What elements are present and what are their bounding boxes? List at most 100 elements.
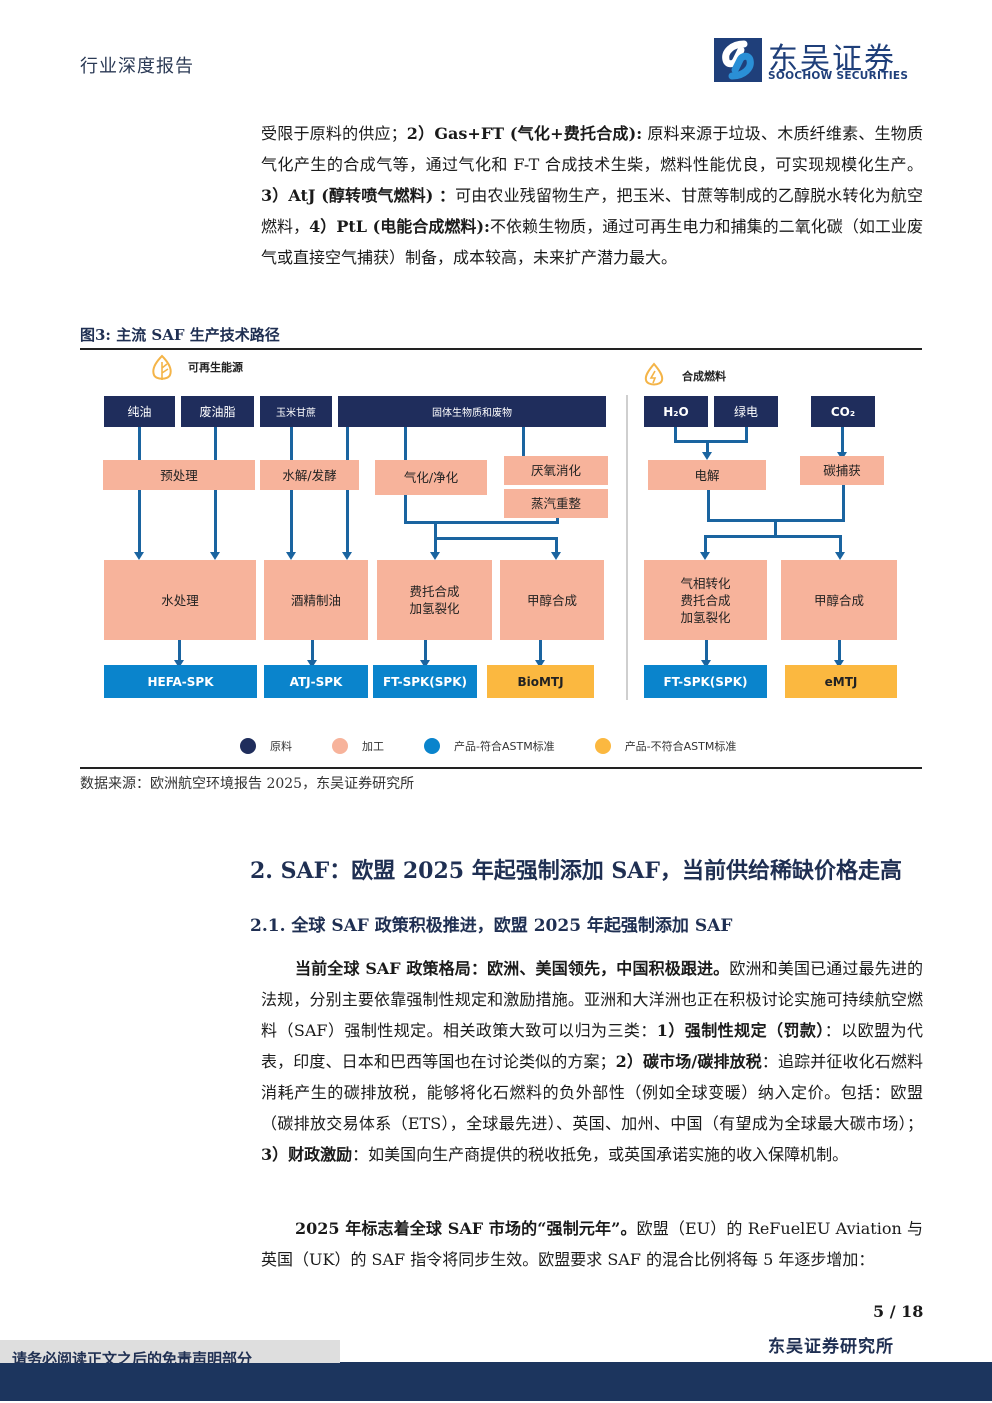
proc-hydrotreating: 水处理 — [104, 560, 256, 640]
arrow-down-icon — [702, 452, 712, 460]
connector — [707, 490, 710, 522]
connector — [706, 440, 709, 454]
raw-pure-oil: 纯油 — [104, 396, 175, 427]
connector — [774, 519, 777, 537]
arrow-down-icon — [342, 552, 352, 560]
raw-waste-oil: 废油脂 — [181, 396, 254, 427]
synthetic-fuel-label: 合成燃料 — [682, 370, 726, 383]
legend-item-astm: 产品-符合ASTM标准 — [424, 738, 555, 754]
arrow-down-icon — [701, 660, 711, 668]
figure-legend: 原料 加工 产品-符合ASTM标准 产品-不符合ASTM标准 — [240, 738, 776, 754]
leaf-icon — [150, 354, 174, 386]
arrow-down-icon — [700, 552, 710, 560]
legend-item-non-astm: 产品-不符合ASTM标准 — [594, 738, 737, 754]
policy-text: ：追踪并征收化石燃料消耗产生的碳排放税，能够将化石燃料的负外部性（例如全球变暖）… — [261, 1052, 923, 1133]
policy-bold-mandate: 1）强制性规定（罚款） — [656, 1021, 825, 1040]
connector — [346, 427, 349, 553]
connector — [841, 427, 844, 454]
intro-bold-ptl: 4）PtL (电能合成燃料): — [309, 217, 490, 236]
connector — [434, 521, 437, 539]
policy-paragraph: 当前全球 SAF 政策格局：欧洲、美国领先，中国积极跟进。欧洲和美国已通过最先进… — [261, 953, 923, 1170]
connector — [404, 495, 407, 523]
raw-co2: CO₂ — [811, 396, 875, 427]
renewable-energy-label: 可再生能源 — [188, 361, 243, 374]
raw-green-power: 绿电 — [714, 396, 778, 427]
intro-bold-gasft: 2）Gas+FT (气化+费托合成): — [406, 124, 643, 143]
intro-text: 不依赖生物质，通过可再生电力和捕集的二氧化碳（如工业废气或直接空气捕获）制备，成… — [261, 217, 923, 267]
soochow-logo: 东吴证券 SOOCHOW SECURITIES — [714, 38, 924, 86]
lightning-drop-icon — [643, 362, 665, 392]
proc-alcohol-to-oil: 酒精制油 — [264, 560, 368, 640]
proc-pretreatment: 预处理 — [103, 460, 255, 490]
connector — [311, 640, 314, 662]
connector — [704, 535, 707, 553]
intro-text: 原料来源于垃圾、木质纤维素、生物质气化产生的合成气等，通过气化和 F-T 合成技… — [261, 124, 923, 174]
arrow-down-icon — [420, 660, 430, 668]
legend-item-processing: 加工 — [332, 738, 384, 754]
proc-ft-hydrocracking: 费托合成 加氢裂化 — [377, 560, 492, 640]
proc-carbon-capture: 碳捕获 — [800, 456, 884, 485]
connector — [705, 640, 708, 662]
proc-electrolysis: 电解 — [648, 460, 766, 490]
soochow-logo-icon — [714, 38, 762, 82]
intro-bold-atj: 3）AtJ (醇转喷气燃料) ： — [261, 186, 456, 205]
page-number: 5 / 18 — [873, 1302, 924, 1321]
legend-dot — [332, 738, 348, 754]
connector — [434, 537, 558, 540]
connector — [704, 535, 842, 538]
raw-corn-sugarcane: 玉米甘蔗 — [260, 396, 332, 427]
policy-bold-fiscal: 3）财政激励 — [261, 1145, 353, 1164]
arrow-down-icon — [307, 660, 317, 668]
arrow-down-icon — [535, 660, 545, 668]
figure-divider — [626, 395, 628, 700]
connector — [555, 537, 558, 553]
arrow-down-icon — [134, 552, 144, 560]
connector — [434, 537, 437, 553]
connector — [842, 485, 845, 522]
legend-dot — [240, 738, 256, 754]
arrow-down-icon — [551, 552, 561, 560]
connector — [838, 640, 841, 662]
product-biomtj: BioMTJ — [487, 665, 594, 698]
policy-text: ：如美国向生产商提供的税收抵免，或英国承诺实施的收入保障机制。 — [352, 1145, 849, 1164]
product-hefa-spk: HEFA-SPK — [104, 665, 257, 698]
connector — [539, 640, 542, 662]
intro-text: 受限于原料的供应； — [261, 124, 407, 143]
footer-org: 东吴证券研究所 — [768, 1337, 894, 1357]
arrow-down-icon — [286, 552, 296, 560]
raw-solid-biomass: 固体生物质和废物 — [338, 396, 606, 427]
connector — [839, 535, 842, 553]
figure-top-rule — [80, 348, 922, 350]
policy-text: ：以欧盟为代表，印度、日本和巴西等国也在讨论类似的方案； — [261, 1021, 923, 1071]
product-ft-spk-ptl: FT-SPK(SPK) — [644, 665, 767, 698]
connector — [522, 427, 525, 460]
proc-gasification: 气化/净化 — [375, 460, 487, 495]
legend-dot — [594, 738, 611, 754]
logo-chinese-text: 东吴证券 — [768, 42, 896, 77]
arrow-down-icon — [210, 552, 220, 560]
intro-text: 可由农业残留物生产，把玉米、甘蔗等制成的乙醇脱水转化为航空燃料， — [261, 186, 923, 236]
proc-methanol-synthesis: 甲醇合成 — [500, 560, 604, 640]
arrow-down-icon — [835, 552, 845, 560]
section-heading: 2. SAF：欧盟 2025 年起强制添加 SAF，当前供给稀缺价格走高 — [250, 858, 902, 884]
footer-line — [340, 1362, 992, 1363]
product-ft-spk: FT-SPK(SPK) — [373, 665, 477, 698]
proc-anaerobic-digestion: 厌氧消化 — [504, 456, 608, 485]
mandate-text: 欧盟（EU）的 ReFuelEU Aviation 与英国（UK）的 SAF 指… — [261, 1219, 923, 1269]
figure-source: 数据来源：欧洲航空环境报告 2025，东吴证券研究所 — [80, 776, 415, 792]
connector — [138, 427, 141, 553]
arrow-down-icon — [834, 660, 844, 668]
logo-english-text: SOOCHOW SECURITIES — [768, 70, 909, 82]
legend-dot — [424, 738, 440, 754]
proc-hydrolysis: 水解/发酵 — [260, 460, 359, 490]
legend-label: 产品-符合ASTM标准 — [454, 740, 555, 753]
product-emtj: eMTJ — [785, 665, 897, 698]
connector — [178, 640, 181, 662]
footer-band — [0, 1363, 992, 1401]
connector — [290, 427, 293, 553]
connector — [674, 440, 748, 443]
connector — [404, 521, 559, 524]
legend-label: 产品-不符合ASTM标准 — [624, 740, 737, 753]
arrow-down-icon — [174, 660, 184, 668]
policy-bold-carbon: 2）碳市场/碳排放税 — [615, 1052, 762, 1071]
